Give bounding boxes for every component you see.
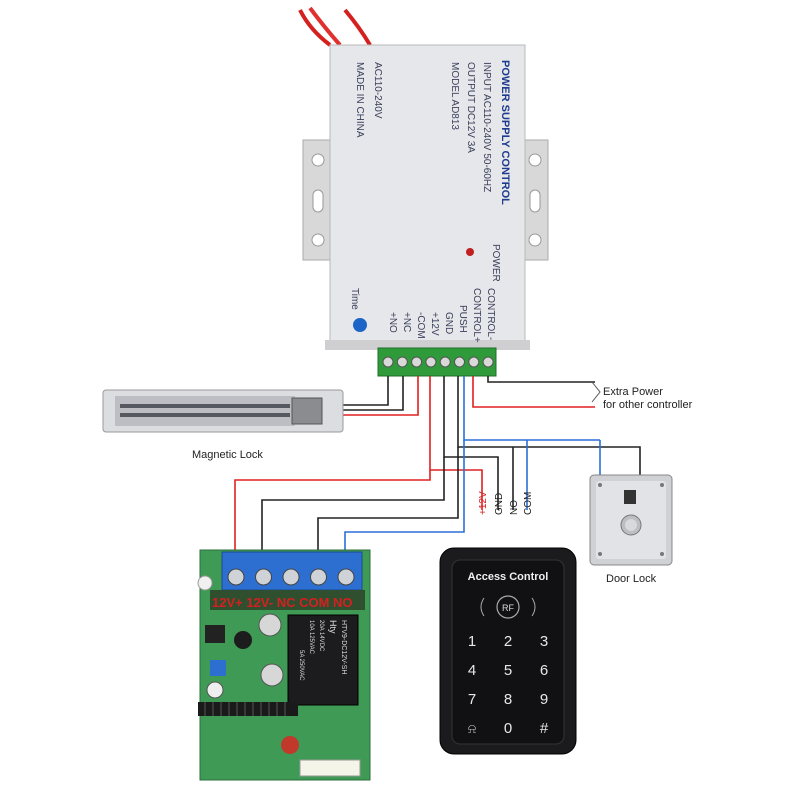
keypad-key[interactable]: 6 [540,662,548,679]
psu-terminal-screw[interactable] [411,356,423,368]
keypad-key[interactable]: 9 [540,691,548,708]
relay-terminal-screw[interactable] [310,568,327,586]
extra-power-label: Extra Power [603,386,663,398]
psu-terminal-block [377,347,497,377]
keypad-title: Access Control [468,571,549,583]
terminal-label-com: -COM [415,312,426,339]
keypad-key[interactable]: 8 [504,691,512,708]
psu-terminal-screw[interactable] [396,356,408,368]
relay-terminal-screw[interactable] [255,568,272,586]
power-supply-box: POWER Time POWER SUPPLY CONTROL INPUT AC… [302,44,549,350]
keypad-key[interactable]: 2 [504,633,512,650]
keypad-key[interactable]: # [540,720,549,737]
access-control-keypad: Access Control RF 1 2 3 4 5 6 7 8 9 0 # ⍾ [439,547,577,755]
magnetic-lock-label: Magnetic Lock [192,449,263,461]
keypad-key[interactable]: 5 [504,662,512,679]
wire-label-12v: +12V [478,491,489,515]
terminal-label-control-plus: CONTROL+ [471,288,482,343]
psu-ac-rating: AC110-240V [372,62,383,119]
relay-board: 12V+ 12V- NC COM NO Hty HTV9-DC12V-SH 20… [197,549,371,781]
relay-terminal-labels: 12V+ 12V- NC COM NO [212,595,353,610]
keypad-key[interactable]: 7 [468,691,476,708]
terminal-label-push: PUSH [457,305,468,333]
bell-icon[interactable]: ⍾ [468,722,477,737]
rf-label: RF [502,603,514,613]
terminal-label-gnd: GND [443,312,454,334]
psu-input: INPUT AC110-240V 50-60HZ [481,62,492,192]
terminal-label-nc: +NC [401,312,412,332]
psu-terminal-screw[interactable] [454,356,465,368]
terminal-label-no: +NO [387,312,398,333]
keypad-key[interactable]: 3 [540,633,548,650]
door-lock-label: Door Lock [606,573,657,585]
psu-made-in: MADE IN CHINA [354,62,365,138]
terminal-label-12v: +12V [429,312,440,336]
relay-terminal-screw[interactable] [227,568,245,586]
psu-terminal-screw[interactable] [482,356,494,368]
psu-model: MODEL AD813 [449,62,460,130]
door-lock-button [589,474,673,566]
psu-terminal-screw[interactable] [468,356,480,368]
magnetic-lock [102,389,344,433]
extra-power-sub-label: for other controller [603,399,693,411]
ac-input-cable [298,6,372,47]
relay-model: HTV9-DC12V-SH [340,620,347,674]
relay-rating-2: 10A 125VAC [308,620,314,655]
wire-label-com: COM [523,492,534,515]
relay-rating-3: 5A 250VAC [298,650,304,681]
relay-terminal-screw[interactable] [337,568,355,586]
relay-terminal-screw[interactable] [282,568,300,586]
keypad-key[interactable]: 4 [468,662,476,679]
wire-label-no: NO [509,500,520,515]
time-label: Time [349,288,360,310]
wire-label-gnd: GND [494,493,505,515]
time-logo: Time [349,288,367,332]
rf-icon: RF [480,595,536,619]
power-led [466,248,474,256]
psu-title: POWER SUPPLY CONTROL [499,60,511,205]
keypad-key[interactable]: 1 [468,633,476,650]
psu-terminal-screw[interactable] [439,356,451,368]
wires [234,376,641,555]
relay-rating-1: 20A 14VDC [318,620,324,652]
psu-output: OUTPUT DC12V 3A [465,62,476,153]
psu-terminal-screw[interactable] [425,356,437,368]
terminal-label-control-minus: CONTROL- [485,288,496,340]
psu-terminal-screw[interactable] [382,356,394,368]
keypad-key[interactable]: 0 [504,720,512,737]
relay-brand: Hty [328,620,338,634]
power-led-label: POWER [490,244,501,282]
